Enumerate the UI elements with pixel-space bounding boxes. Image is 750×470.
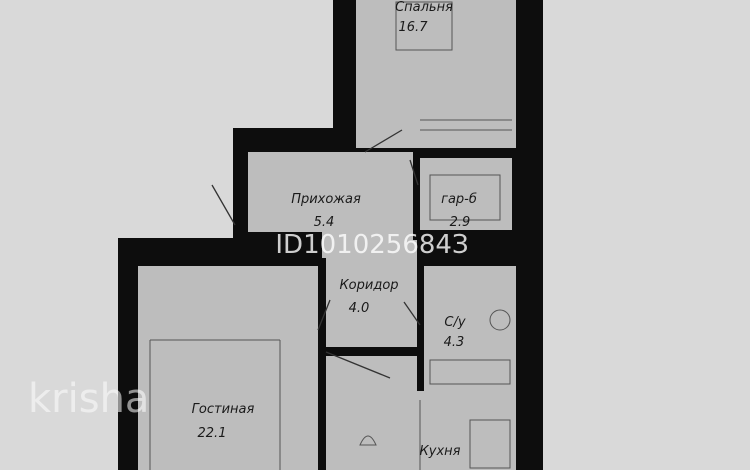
room-labels: Спальня 16.7 Прихожая 5.4 гар-б 2.9 Кори… [192,0,477,459]
room-name-corridor: Коридор [339,278,398,293]
room-name-hallway: Прихожая [291,192,361,207]
doors [211,129,421,379]
room-floors [138,0,516,470]
room-name-livingroom: Гостиная [192,402,255,417]
listing-id-watermark: ID101025684З [275,230,468,260]
room-name-storage: гар-б [441,192,477,207]
room-area-hallway: 5.4 [314,215,335,230]
site-logo-watermark: krisha [28,376,149,422]
room-area-corridor: 4.0 [349,301,370,316]
floor-storage [420,158,512,230]
room-name-bathroom: С/у [444,315,465,330]
room-name-bedroom: Спальня [395,0,453,15]
room-area-bathroom: 4.3 [444,335,465,350]
floor-corridor [322,232,417,347]
partitions [138,152,516,470]
floor-hallway [248,152,413,232]
room-name-kitchen: Кухня [420,444,461,459]
room-area-bedroom: 16.7 [399,20,429,35]
room-area-storage: 2.9 [450,215,471,230]
floor-livingroom [138,266,318,470]
room-area-livingroom: 22.1 [198,426,227,441]
fixtures [149,1,512,470]
floor-bedroom [356,0,516,148]
